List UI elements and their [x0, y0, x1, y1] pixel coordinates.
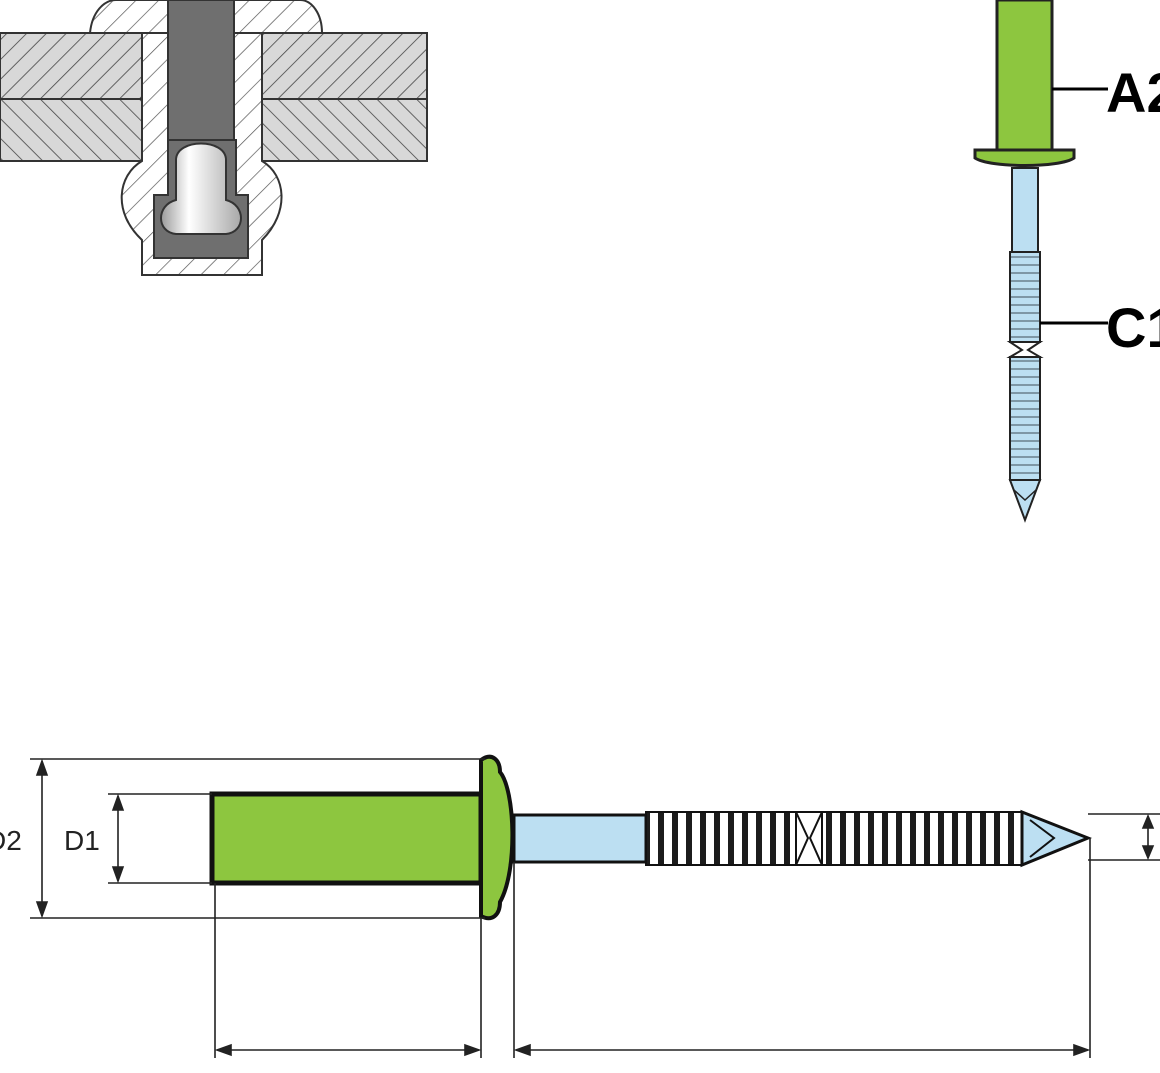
sleeve-body	[995, 0, 1054, 152]
mandrel-ribbed-lower	[1009, 356, 1041, 481]
sleeve-flange	[973, 148, 1076, 167]
mandrel-shank-section	[167, 0, 235, 141]
rivet-side-view: A2 C1	[973, 0, 1160, 523]
callout-label-c1: C1	[1106, 296, 1160, 359]
lower-sheet-right	[261, 98, 428, 162]
dim-mandrel-point	[1020, 809, 1093, 868]
mandrel-ribbed-upper	[1009, 251, 1041, 343]
mandrel-smooth	[1011, 167, 1039, 253]
rivet-cross-section	[0, 0, 428, 276]
dim-mandrel-break-notch	[794, 811, 824, 866]
dim-sleeve-body	[209, 791, 484, 886]
dim-mandrel-ribbed-1	[645, 811, 797, 866]
upper-sheet-left	[0, 32, 143, 100]
dim-mandrel-ribbed-2	[821, 811, 1023, 866]
lower-sheet-left	[0, 98, 143, 162]
dim-label-d1: D1	[64, 825, 100, 856]
mandrel-head-section	[160, 142, 242, 235]
dim-label-d2: D2	[0, 825, 22, 856]
dim-mandrel-smooth	[512, 813, 648, 864]
mandrel-break-notch	[1006, 341, 1044, 358]
upper-sheet-right	[261, 32, 428, 100]
rivet-dimension-drawing: D2 D1	[0, 754, 1160, 1058]
callout-label-a2: A2	[1106, 61, 1160, 124]
dim-sleeve-flange	[479, 754, 515, 921]
